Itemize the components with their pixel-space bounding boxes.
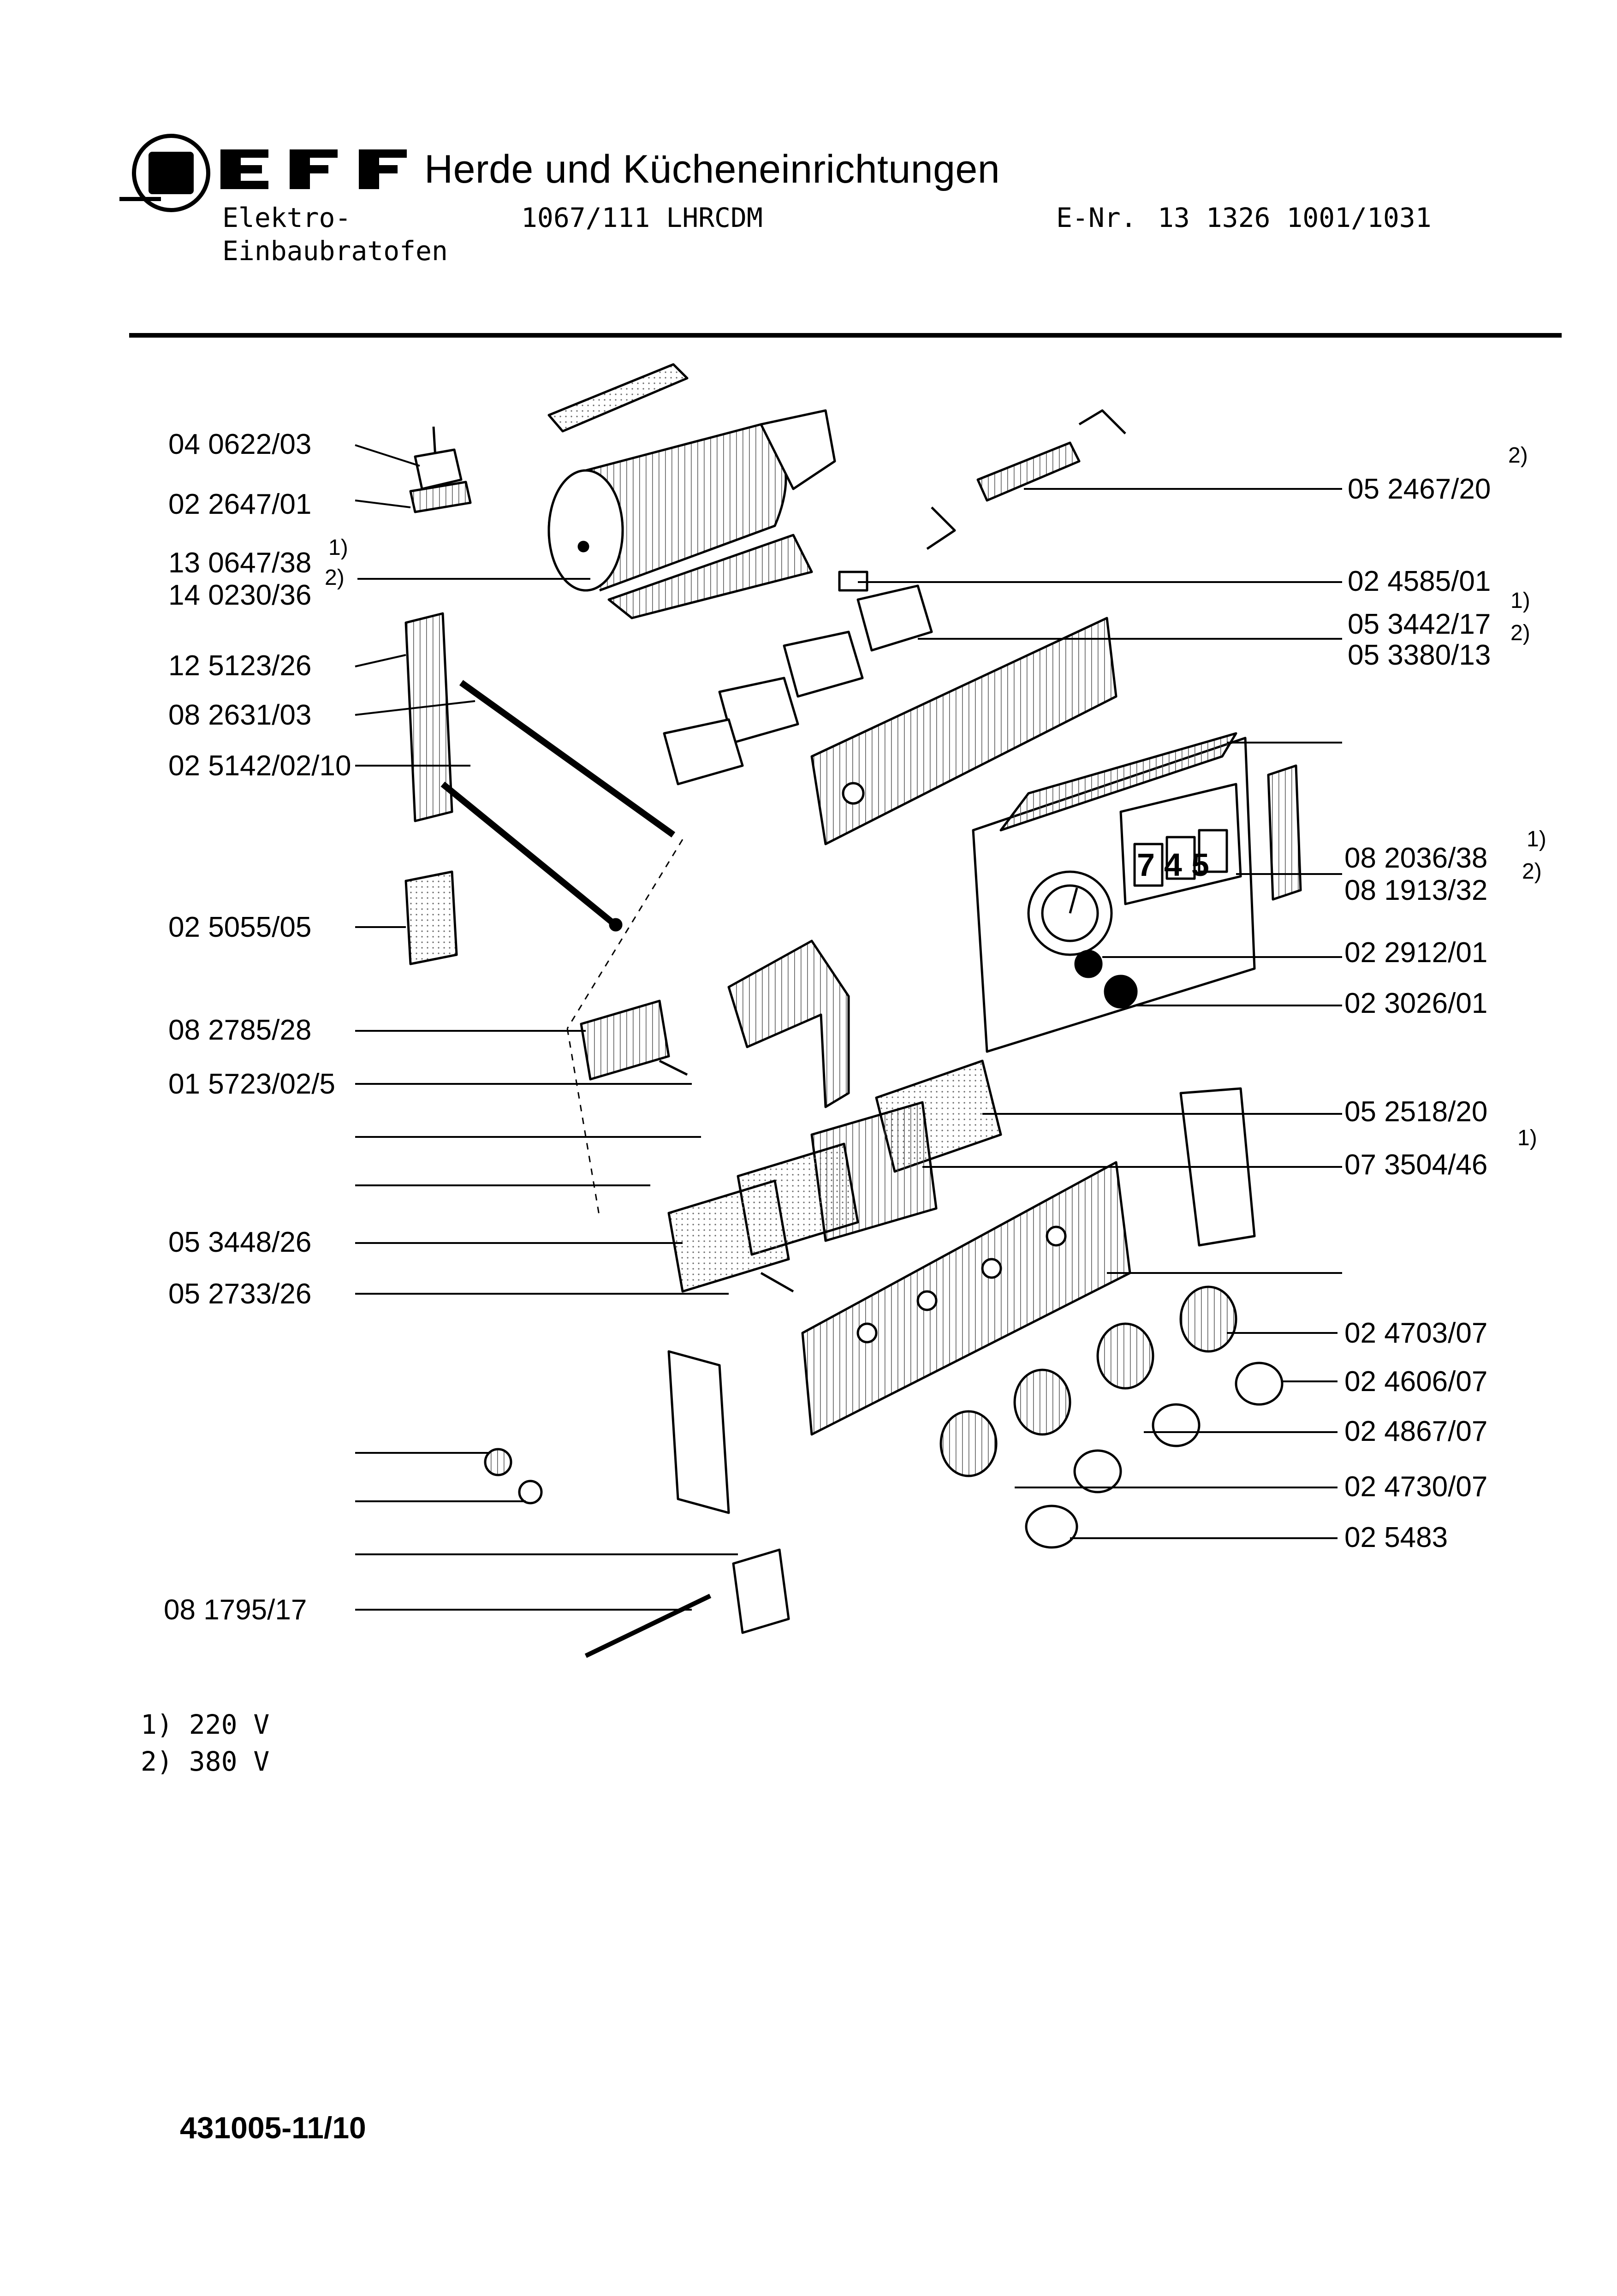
screw-bracket-part <box>409 426 472 513</box>
part-label: 02 2647/01 <box>168 488 312 520</box>
part-label: 02 5055/05 <box>168 911 312 943</box>
legend-note-2: 2) 380 V <box>141 1746 270 1777</box>
terminal-block-part <box>404 870 458 965</box>
part-label: 05 2518/20 <box>1344 1096 1488 1128</box>
part-label: 02 2912/01 <box>1344 937 1488 969</box>
rotary-switches-part <box>667 1059 1002 1293</box>
part-label: 02 5483 <box>1344 1522 1448 1553</box>
part-note: 2) <box>1508 443 1528 468</box>
control-knobs-part <box>939 1285 1284 1549</box>
part-label: 02 4606/07 <box>1344 1366 1488 1398</box>
part-label: 07 3504/46 <box>1344 1149 1488 1181</box>
part-note: 1) <box>328 535 348 560</box>
part-label: 13 0647/38 <box>168 547 312 579</box>
model-number: 1067/111 LHRCDM <box>521 202 763 233</box>
legend-note-1: 1) 220 V <box>141 1709 270 1740</box>
document-number: 431005-11/10 <box>180 2111 366 2145</box>
timer-clock-part <box>972 732 1302 1053</box>
hinge-part <box>732 1548 790 1634</box>
part-label: 14 0230/36 <box>168 579 312 611</box>
part-note: 1) <box>1527 827 1546 851</box>
product-type-line1: Elektro- <box>222 202 351 233</box>
part-label: 02 4703/07 <box>1344 1317 1488 1349</box>
part-label: 08 2036/38 <box>1344 842 1488 874</box>
assembly-dashed-lines <box>566 839 684 1218</box>
part-note: 2) <box>325 565 345 590</box>
part-label: 01 5723/02/5 <box>168 1068 336 1100</box>
part-label: 05 3442/17 <box>1348 608 1491 640</box>
product-type-line2: Einbaubratofen <box>222 235 448 267</box>
timer-display: 745 <box>1137 847 1219 883</box>
resistor-part <box>926 409 1126 550</box>
part-label: 02 3026/01 <box>1344 987 1488 1019</box>
enr-value: 13 1326 1001/1031 <box>1158 202 1432 233</box>
lamp-holder-part <box>484 1448 543 1505</box>
logo-letter-f-icon <box>290 149 338 189</box>
timer-knobs-part <box>1074 950 1138 1009</box>
probe-bracket-part <box>404 612 676 932</box>
part-label: 08 1795/17 <box>164 1594 307 1626</box>
part-label: 05 2733/26 <box>168 1278 312 1310</box>
part-note: 1) <box>1517 1126 1537 1150</box>
fan-motor-part <box>547 409 836 619</box>
part-label: 04 0622/03 <box>168 428 312 460</box>
part-note: 2) <box>1522 859 1542 884</box>
part-label: 05 2467/20 <box>1348 473 1491 505</box>
part-note: 2) <box>1510 621 1530 645</box>
back-panel-part <box>810 617 1118 845</box>
part-label: 02 4867/07 <box>1344 1416 1488 1447</box>
part-label: 05 3380/13 <box>1348 639 1491 671</box>
side-bracket-part <box>1179 1087 1256 1247</box>
part-label: 02 4730/07 <box>1344 1471 1488 1503</box>
lower-bracket-part <box>667 1350 730 1514</box>
leader-lines-left <box>355 444 738 1611</box>
pin-part <box>584 1594 712 1658</box>
top-strip-part <box>547 363 689 433</box>
cover-hood-part <box>727 940 850 1108</box>
logo-letter-f2-icon <box>359 149 407 189</box>
part-label: 05 3448/26 <box>168 1226 312 1258</box>
neff-logo-icon <box>119 134 210 212</box>
switch-row-part <box>663 571 933 785</box>
part-note: 1) <box>1510 589 1530 613</box>
part-label: 08 2631/03 <box>168 699 312 731</box>
relay-part <box>580 999 688 1081</box>
part-label: 12 5123/26 <box>168 650 312 682</box>
logo-letter-e-icon <box>220 149 268 189</box>
brand-title: Herde und Küchen­einrichtungen <box>424 147 1000 191</box>
enr-label: E-Nr. <box>1056 202 1137 233</box>
part-label: 08 1913/32 <box>1344 874 1488 906</box>
part-label: 02 5142/02/10 <box>168 750 351 782</box>
leader-lines <box>858 488 1342 1539</box>
header-rule <box>129 333 1562 338</box>
part-label: 02 4585/01 <box>1348 565 1491 597</box>
part-label: 08 2785/28 <box>168 1014 312 1046</box>
